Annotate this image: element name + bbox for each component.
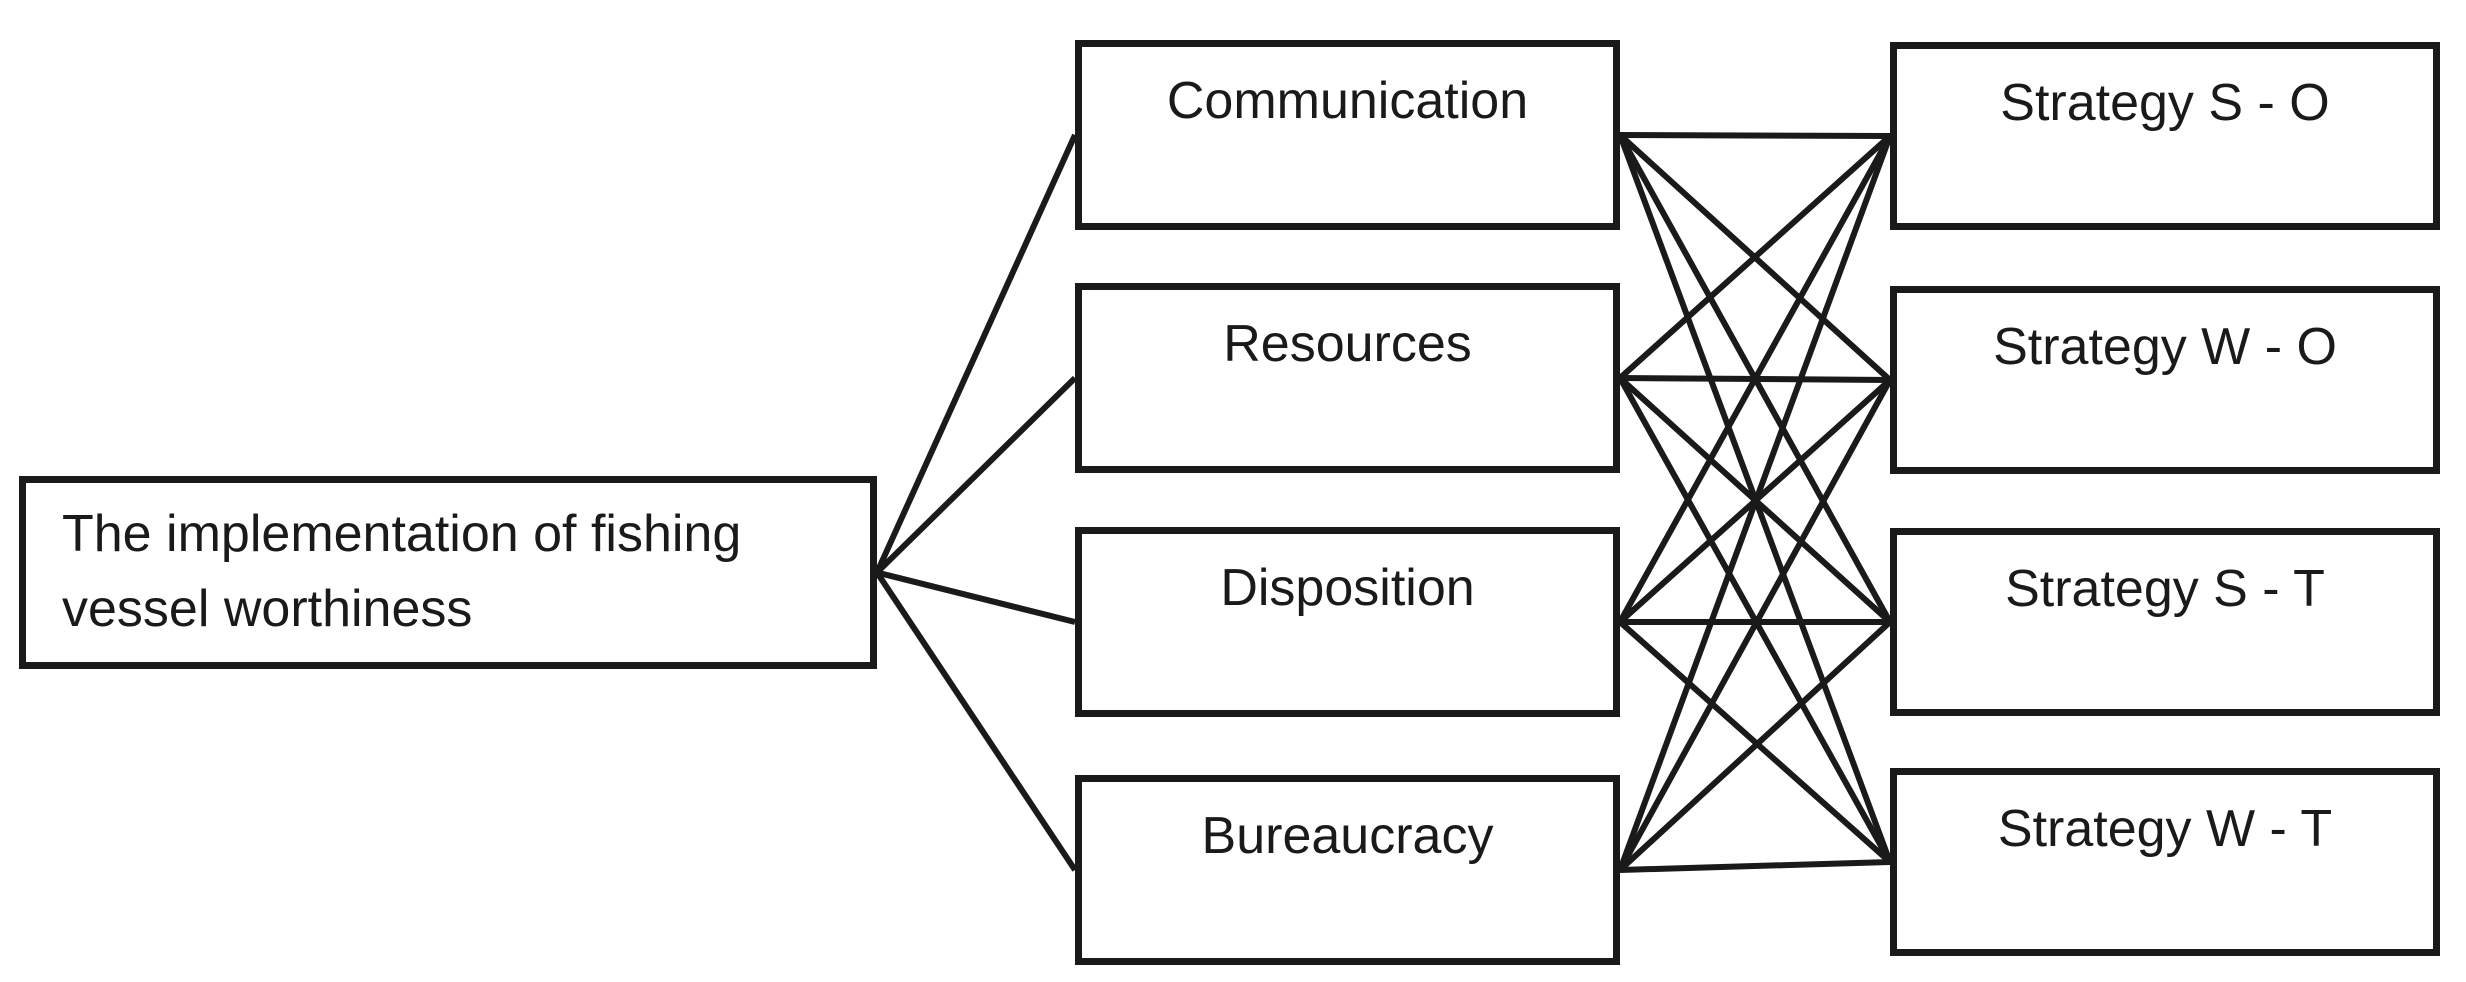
factor-box-communication: Communication	[1075, 40, 1620, 230]
root-box-label: The implementation of fishing vessel wor…	[62, 505, 742, 638]
strategy-label-s-t: Strategy S - T	[2005, 560, 2325, 618]
strategy-box-w-t: Strategy W - T	[1890, 768, 2440, 956]
factor-label-resources: Resources	[1223, 315, 1472, 373]
factor-box-bureaucracy: Bureaucracy	[1075, 775, 1620, 965]
factor-box-disposition: Disposition	[1075, 527, 1620, 717]
factor-label-bureaucracy: Bureaucracy	[1201, 807, 1494, 865]
factor-box-resources: Resources	[1075, 283, 1620, 473]
factor-label-disposition: Disposition	[1220, 559, 1475, 617]
strategy-box-s-t: Strategy S - T	[1890, 528, 2440, 716]
strategy-label-w-o: Strategy W - O	[1993, 318, 2337, 376]
strategy-label-w-t: Strategy W - T	[1997, 800, 2333, 858]
strategy-box-w-o: Strategy W - O	[1890, 286, 2440, 474]
factor-label-communication: Communication	[1166, 72, 1529, 130]
strategy-box-s-o: Strategy S - O	[1890, 42, 2440, 230]
root-box-implementation: The implementation of fishing vessel wor…	[19, 476, 877, 669]
strategy-label-s-o: Strategy S - O	[2000, 74, 2330, 132]
